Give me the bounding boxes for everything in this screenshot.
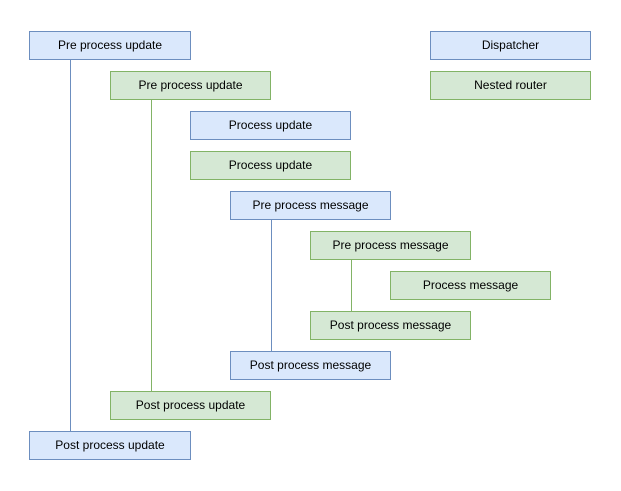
connector-n1-to-n11: [70, 60, 71, 431]
node-label: Process update: [228, 158, 313, 173]
node-box[interactable]: Post process update: [110, 391, 271, 420]
legend-item-label: Nested router: [474, 78, 547, 93]
connector-n2-to-n10: [151, 100, 152, 391]
node-label: Post process message: [329, 318, 452, 333]
node-label: Post process update: [55, 438, 165, 453]
node-label: Process message: [422, 278, 519, 293]
node-box[interactable]: Process update: [190, 151, 351, 180]
node-box[interactable]: Process update: [190, 111, 351, 140]
node-label: Pre process message: [332, 238, 449, 253]
node-box[interactable]: Pre process message: [230, 191, 391, 220]
node-label: Pre process message: [252, 198, 369, 213]
legend-item-green[interactable]: Nested router: [430, 71, 591, 100]
node-label: Pre process update: [138, 78, 243, 93]
node-box[interactable]: Pre process message: [310, 231, 471, 260]
node-box[interactable]: Pre process update: [29, 31, 191, 60]
node-box[interactable]: Pre process update: [110, 71, 271, 100]
connector-n6-to-n8: [351, 260, 352, 311]
connector-n5-to-n9: [271, 220, 272, 351]
legend-item-blue[interactable]: Dispatcher: [430, 31, 591, 60]
node-label: Post process message: [249, 358, 372, 373]
node-box[interactable]: Post process message: [230, 351, 391, 380]
node-box[interactable]: Process message: [390, 271, 551, 300]
node-label: Post process update: [135, 398, 246, 413]
node-label: Pre process update: [57, 38, 163, 53]
node-box[interactable]: Post process update: [29, 431, 191, 460]
node-label: Process update: [228, 118, 313, 133]
legend-item-label: Dispatcher: [481, 38, 540, 53]
node-box[interactable]: Post process message: [310, 311, 471, 340]
